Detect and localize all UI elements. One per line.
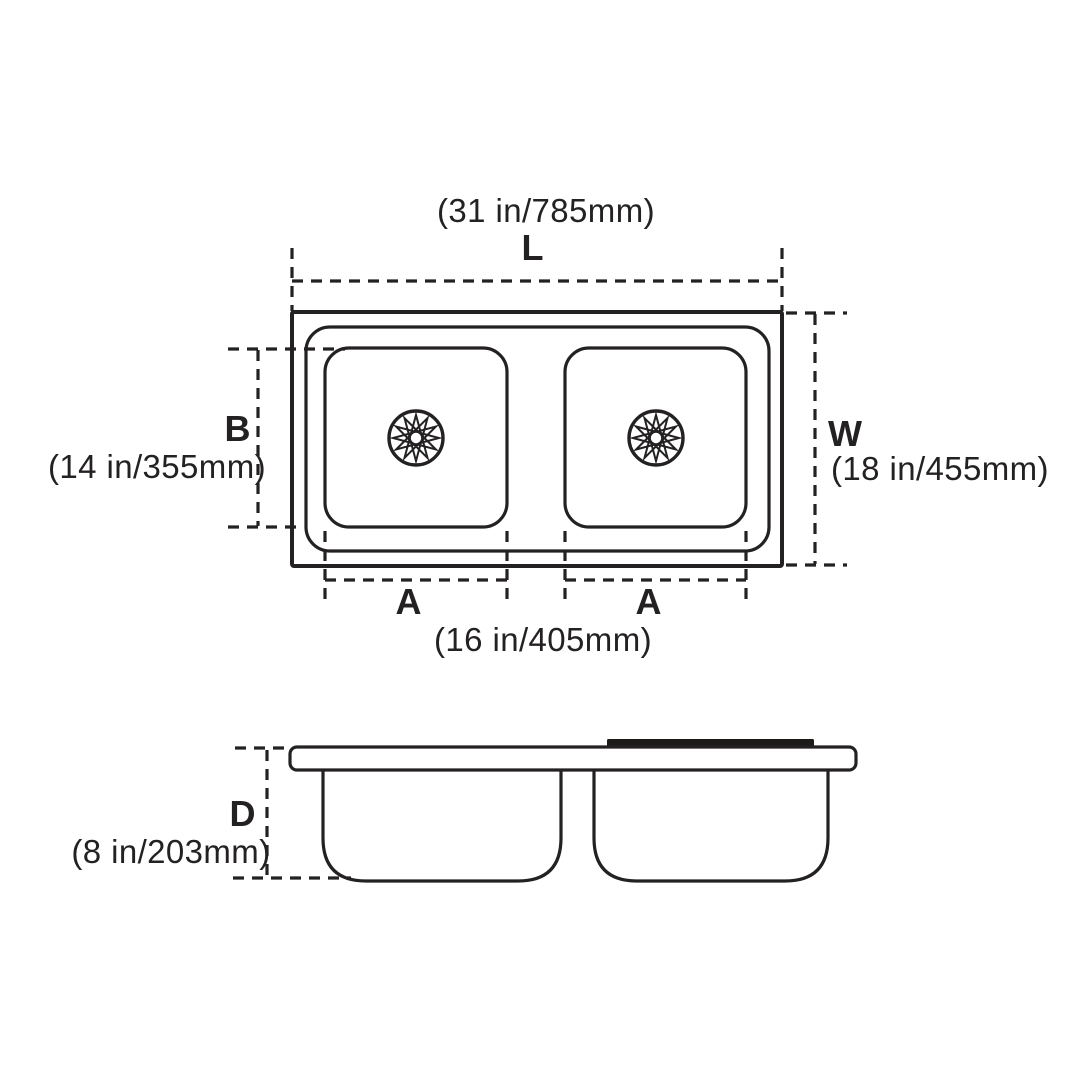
bowl-front-dimension-value: (14 in/355mm) — [48, 448, 266, 485]
sink-outer-rim — [290, 310, 784, 568]
right-drain-icon — [627, 409, 685, 467]
dimension-lines — [228, 248, 847, 880]
bowl-width-dimension-letter-right: A — [635, 581, 663, 622]
length-dimension-value: (31 in/785mm) — [437, 192, 655, 229]
sink-inner-rim — [304, 325, 771, 553]
bowl-width-dimension-letter-left: A — [395, 581, 423, 622]
depth-dimension-value: (8 in/203mm) — [71, 833, 271, 870]
right-bowl-outline — [563, 346, 748, 529]
side-view-rim — [288, 745, 858, 772]
side-view-right-bowl — [592, 770, 830, 883]
bowl-front-dimension-letter: B — [224, 408, 252, 449]
sink-side-view — [288, 739, 858, 883]
left-bowl-outline — [323, 346, 509, 529]
depth-dimension-letter: D — [229, 793, 257, 834]
left-drain-icon — [387, 409, 445, 467]
side-view-left-bowl — [321, 770, 563, 883]
width-dimension-letter: W — [828, 413, 863, 454]
bowl-width-dimension-value: (16 in/405mm) — [434, 621, 652, 658]
sink-top-view — [290, 310, 784, 568]
length-dimension-letter: L — [521, 227, 545, 268]
width-dimension-value: (18 in/455mm) — [831, 450, 1049, 487]
